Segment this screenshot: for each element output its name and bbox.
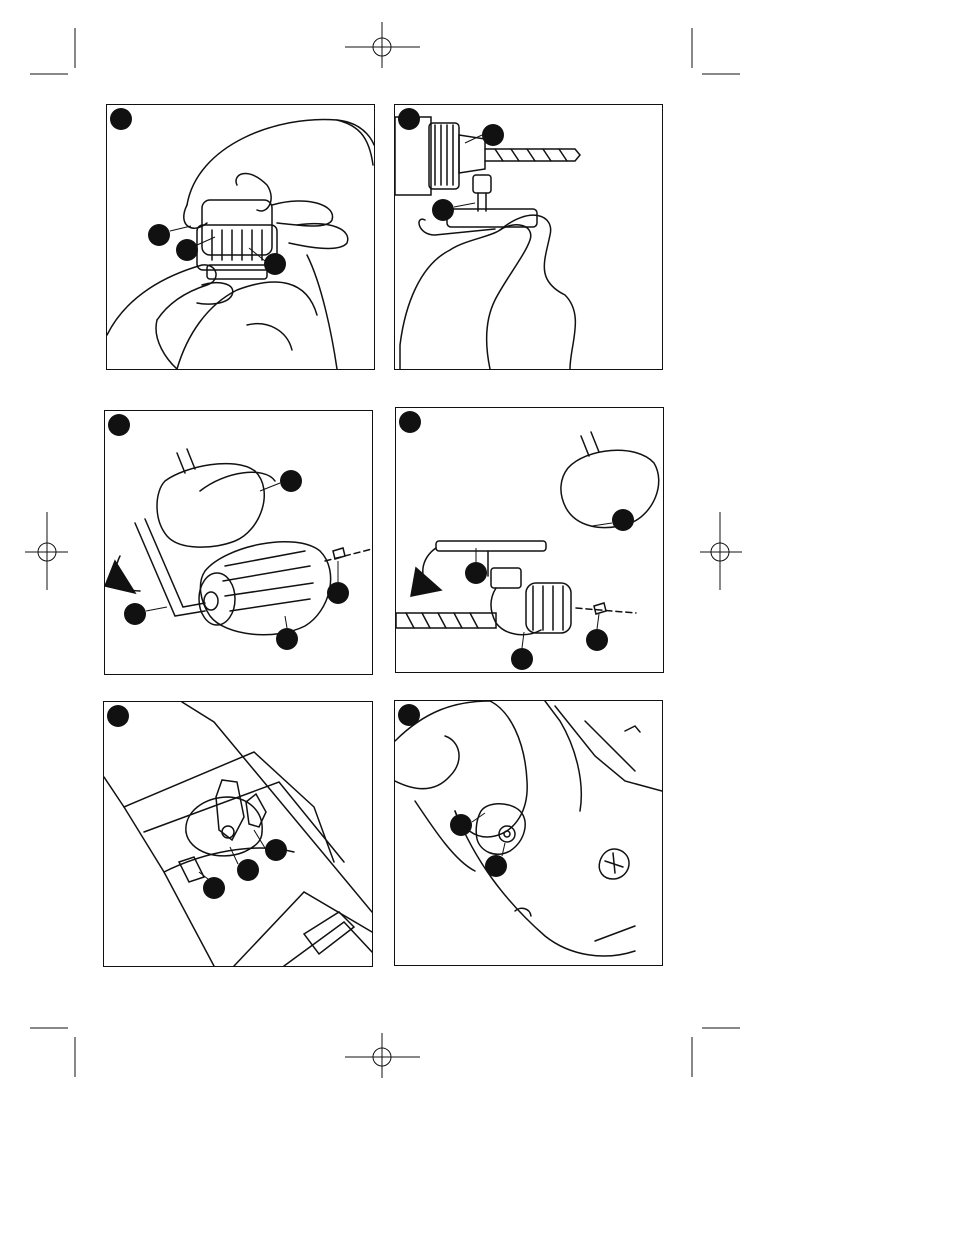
chuck-key-illustration [395, 105, 662, 369]
figure-number-badge [398, 704, 420, 726]
mode-selector-top-illustration [104, 702, 372, 966]
figure-2-chuck-key [394, 104, 663, 370]
figure-3-hex-key-keyless [104, 410, 373, 675]
hand-chuck-illustration [107, 105, 374, 369]
figure-number-badge [398, 108, 420, 130]
figure-5-mode-selector-top [103, 701, 373, 967]
figure-number-badge [399, 411, 421, 433]
figure-number-badge [107, 705, 129, 727]
figure-number-badge [108, 414, 130, 436]
mode-selector-side-illustration [395, 701, 662, 965]
figure-6-mode-selector-side [394, 700, 663, 966]
figure-4-hex-key-keyed [395, 407, 664, 673]
hex-key-keyed-illustration [396, 408, 663, 672]
figure-number-badge [110, 108, 132, 130]
hex-key-keyless-illustration [105, 411, 372, 674]
figure-1-hand-chuck [106, 104, 375, 370]
